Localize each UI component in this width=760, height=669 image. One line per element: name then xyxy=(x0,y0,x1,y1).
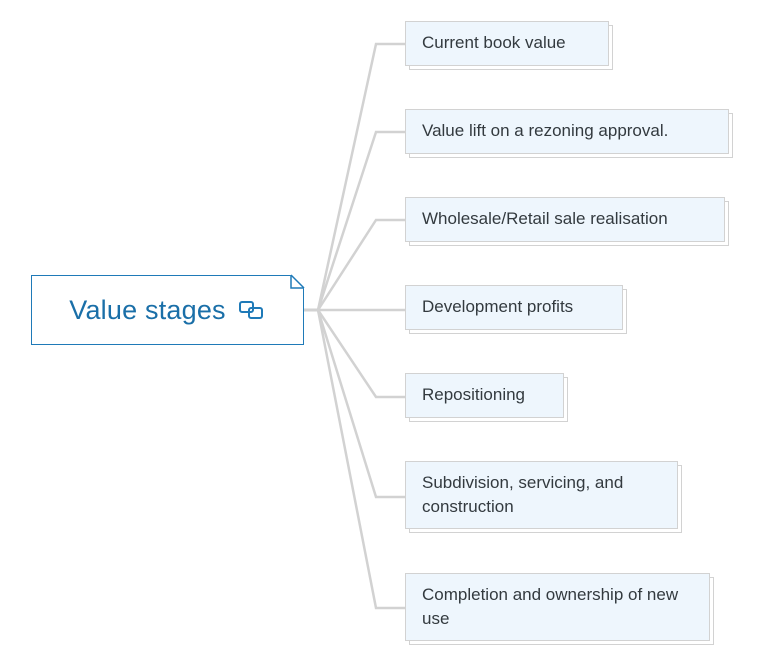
root-topic[interactable]: Value stages xyxy=(31,274,305,345)
node-card: Repositioning xyxy=(405,373,564,418)
connector-3 xyxy=(304,218,405,312)
stage-node-wholesale-retail-sale[interactable]: Wholesale/Retail sale realisation xyxy=(405,197,729,246)
node-card: Wholesale/Retail sale realisation xyxy=(405,197,725,242)
stage-label: Value lift on a rezoning approval. xyxy=(422,121,669,140)
node-card: Completion and ownership of new use xyxy=(405,573,710,641)
linked-topics-icon[interactable] xyxy=(238,299,266,321)
stage-node-development-profits[interactable]: Development profits xyxy=(405,285,627,334)
stage-node-rezoning-value-lift[interactable]: Value lift on a rezoning approval. xyxy=(405,109,733,158)
stage-label: Wholesale/Retail sale realisation xyxy=(422,209,668,228)
stage-label: Development profits xyxy=(422,297,574,316)
stage-label: Completion and ownership of new use xyxy=(422,585,679,628)
root-title: Value stages xyxy=(69,294,226,325)
node-card: Value lift on a rezoning approval. xyxy=(405,109,729,154)
connector-5 xyxy=(304,308,405,399)
stage-label: Current book value xyxy=(422,33,566,52)
stage-node-current-book-value[interactable]: Current book value xyxy=(405,21,613,70)
folded-corner-icon xyxy=(289,274,305,290)
connector-7 xyxy=(304,308,405,610)
stage-label: Repositioning xyxy=(422,385,526,404)
node-card: Current book value xyxy=(405,21,609,66)
connector-1 xyxy=(304,42,405,312)
connector-6 xyxy=(304,308,405,499)
stage-node-subdivision-construction[interactable]: Subdivision, servicing, and construction xyxy=(405,461,682,533)
node-card: Development profits xyxy=(405,285,623,330)
stage-node-repositioning[interactable]: Repositioning xyxy=(405,373,568,422)
stage-node-completion-new-use[interactable]: Completion and ownership of new use xyxy=(405,573,714,645)
node-card: Subdivision, servicing, and construction xyxy=(405,461,678,529)
stage-label: Subdivision, servicing, and construction xyxy=(422,473,624,516)
